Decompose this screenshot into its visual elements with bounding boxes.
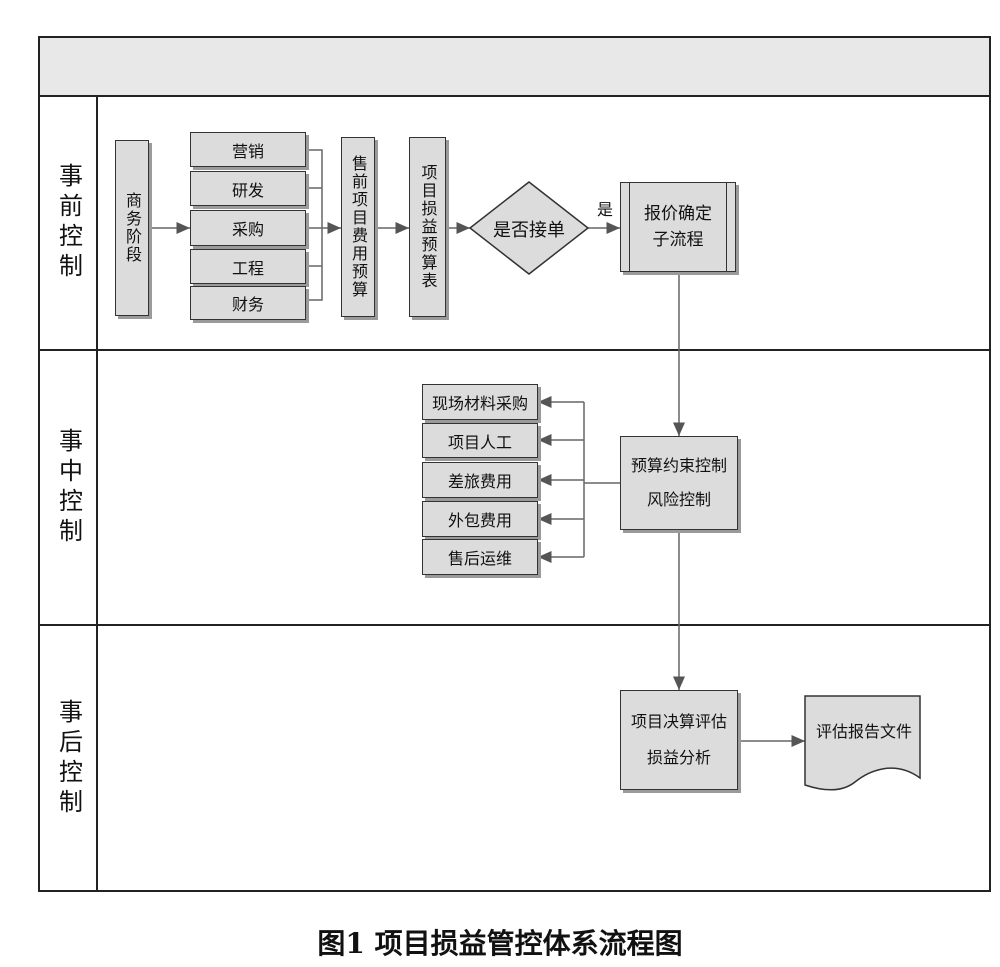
lane-separator-2 [40,624,989,626]
item-outsourcing-expense: 外包费用 [422,501,538,537]
subprocess-bar-left [629,183,630,271]
dept-box-finance: 财务 [190,286,306,320]
item-aftersales-maintenance: 售后运维 [422,539,538,575]
lane-separator-1 [40,349,989,351]
final-settlement-box: 项目决算评估 损益分析 [620,690,738,790]
report-document-label: 评估报告文件 [815,722,912,741]
lane-label-pre: 事前控制 [54,163,83,283]
decision-label: 是否接单 [493,220,565,241]
final-settlement-label: 项目决算评估 [630,712,727,731]
dept-box-marketing: 营销 [190,132,306,167]
quote-subprocess-label: 报价确定子流程 [644,204,712,250]
quote-subprocess-box: 报价确定子流程 [620,182,736,272]
item-onsite-materials: 现场材料采购 [422,384,538,420]
item-project-labor: 项目人工 [422,423,538,458]
presales-budget-box: 售前项目费用预算 [341,137,375,317]
dept-box-engineering: 工程 [190,249,306,284]
profit-budget-table-box: 项目损益预算表 [409,137,446,317]
subprocess-bar-right [726,183,727,271]
business-stage-box: 商务阶段 [115,140,149,316]
dept-box-rnd: 研发 [190,171,306,206]
yes-label: 是 [597,200,614,219]
budget-constraint-label: 预算约束控制 [630,456,727,475]
dept-box-procurement: 采购 [190,210,306,246]
lane-label-column [40,97,98,892]
swimlane-frame: 事前控制 事中控制 事后控制 [38,36,991,892]
lane-label-post: 事后控制 [54,699,83,819]
lane-label-mid: 事中控制 [54,427,83,548]
profit-analysis-label: 损益分析 [646,748,711,767]
budget-constraint-box: 预算约束控制 风险控制 [620,436,738,530]
risk-control-label: 风险控制 [646,490,711,509]
report-document-shape [804,695,921,791]
decision-diamond [468,181,590,275]
header-band [40,38,989,97]
item-travel-expense: 差旅费用 [422,462,538,498]
figure-caption: 图1 项目损益管控体系流程图 [317,927,683,960]
